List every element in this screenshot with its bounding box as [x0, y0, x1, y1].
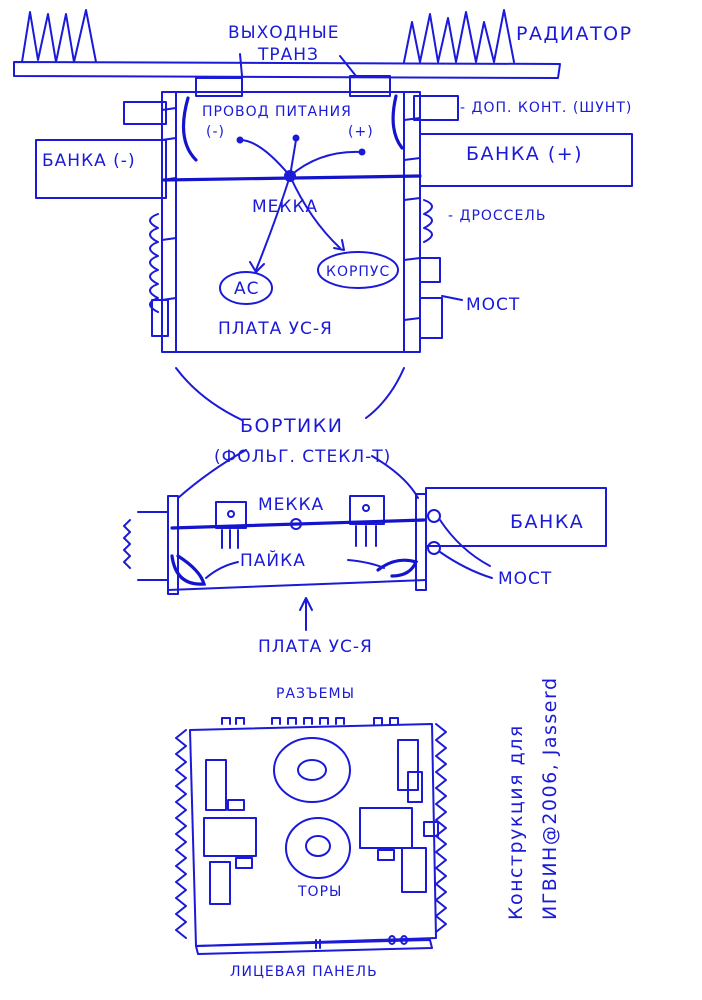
output-transistors-label-2: ТРАНЗ: [257, 45, 319, 65]
plus-terminal-label: (+): [348, 124, 374, 140]
bank-side-label: БАНКА: [510, 511, 584, 533]
amplifier-board-top: [161, 91, 421, 353]
star-ground-label: МЕККА: [252, 197, 318, 217]
rims-label-2: (ФОЛЬГ. СТЕКЛ-Т): [214, 447, 391, 467]
power-wire-minus: [181, 96, 198, 162]
toroid-upper: [273, 737, 351, 803]
capacitor-bank-plus: [419, 133, 633, 187]
chassis-label: КОРПУС: [326, 264, 390, 280]
side-view-board: [123, 493, 427, 595]
minus-terminal-label: (-): [206, 124, 225, 140]
star-ground-side-point: [290, 518, 302, 530]
bridge-terminal-1: [427, 509, 441, 523]
solder-left: [170, 554, 207, 586]
rims-leader-right: [365, 367, 405, 419]
rims-leader-lower-left: [177, 449, 247, 499]
radiator-heatsink: [13, 9, 561, 79]
choke-label: - ДРОССЕЛЬ: [448, 208, 546, 224]
extra-contact-left: [123, 101, 167, 125]
right-board-parts: [359, 739, 439, 893]
board-bottom-label: ПЛАТА УС-Я: [258, 637, 373, 657]
bridge-side-leader-1: [439, 519, 491, 567]
solder-right: [376, 558, 419, 578]
star-ground-side-label: МЕККА: [258, 495, 324, 515]
toroids-label: ТОРЫ: [297, 884, 342, 900]
connectors: [221, 717, 399, 725]
rims-leader-left: [175, 367, 243, 421]
extra-contact-label: - ДОП. КОНТ. (ШУНТ): [460, 100, 632, 116]
capacitor-bank-side: [425, 487, 607, 547]
bridge-side-label: МОСТ: [498, 569, 552, 589]
chassis-front: [189, 723, 437, 955]
board-top-label: ПЛАТА УС-Я: [218, 319, 333, 339]
bridge-top-label: МОСТ: [466, 295, 520, 315]
speaker-oval: [219, 271, 273, 305]
solder-leader-right: [347, 559, 385, 569]
solder-leader-left: [205, 561, 239, 579]
bridge-side-leader-2: [439, 551, 493, 579]
solder-label: ПАЙКА: [240, 549, 306, 571]
bank-plus-label: БАНКА (+): [466, 143, 583, 165]
star-ground-arrows: [236, 134, 366, 273]
side-transistors: [215, 495, 385, 549]
ground-bus-side: [170, 518, 426, 530]
bridge-terminal-2: [427, 541, 441, 555]
output-transistors: [195, 53, 391, 97]
choke-right: [423, 199, 433, 243]
bank-minus-label: БАНКА (-): [42, 151, 136, 171]
output-transistors-label-1: ВЫХОДНЫЕ: [228, 23, 340, 43]
extra-contact-right: [413, 95, 459, 121]
bridge-top: [151, 257, 463, 339]
power-wires-label: ПРОВОД ПИТАНИЯ: [202, 104, 352, 120]
rims-label-1: БОРТИКИ: [240, 415, 343, 437]
connectors-label: РАЗЪЕМЫ: [276, 686, 355, 702]
front-panel-controls: [315, 935, 408, 949]
left-board-parts: [203, 759, 257, 905]
capacitor-bank-minus: [35, 139, 167, 199]
speaker-label: АС: [234, 279, 260, 299]
front-panel-label: ЛИЦЕВАЯ ПАНЕЛЬ: [230, 964, 378, 980]
credit-line-1: Конструкция для: [505, 724, 527, 920]
radiator-label: РАДИАТОР: [516, 23, 633, 45]
heatsink-right-fins: [435, 723, 447, 933]
power-wire-plus: [391, 94, 404, 150]
chassis-oval: [317, 251, 399, 289]
credit-line-2: ИГВИН@2006, Jasserd: [539, 676, 561, 920]
heatsink-left-fins: [175, 729, 187, 939]
toroid-lower: [285, 817, 351, 879]
choke-left: [149, 213, 159, 313]
board-bottom-arrow: [299, 597, 313, 631]
